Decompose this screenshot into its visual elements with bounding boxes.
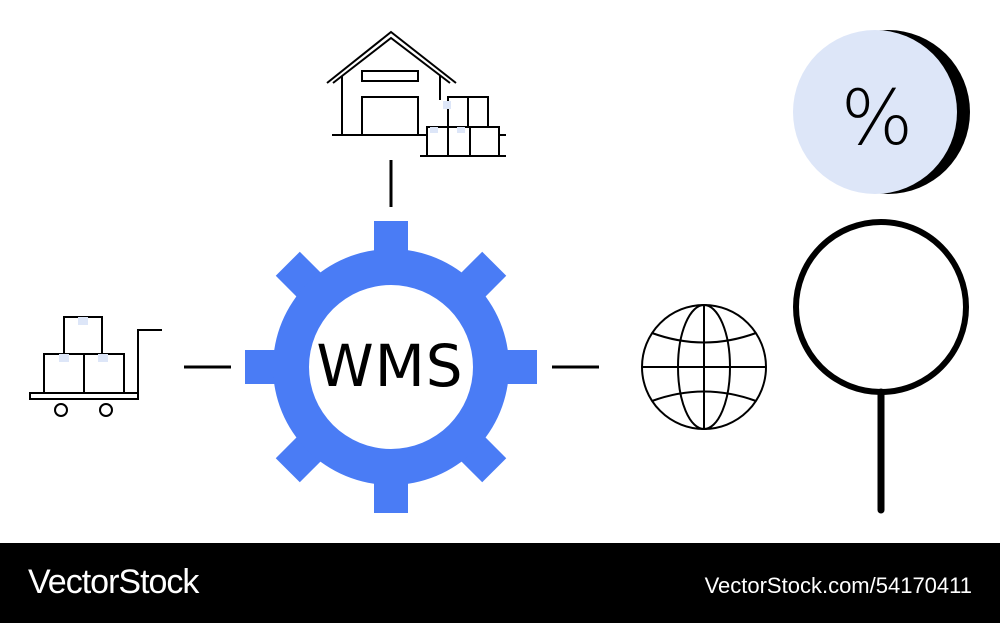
- wms-label: WMS: [316, 332, 464, 400]
- illustration: WMS %: [29, 30, 970, 514]
- stock-id-link[interactable]: VectorStock.com/54170411: [704, 573, 972, 598]
- brand-logo[interactable]: VectorStock: [28, 563, 199, 601]
- percent-label: %: [840, 73, 914, 162]
- magnifier-icon: [793, 219, 969, 514]
- globe-icon: [641, 304, 767, 430]
- percent-badge-icon: [793, 30, 970, 194]
- illustration-canvas: [29, 30, 970, 514]
- warehouse-icon: [326, 30, 506, 157]
- hand-truck-icon: [29, 316, 162, 417]
- gear-icon: [245, 221, 537, 513]
- gear-ring: [273, 249, 509, 485]
- footer-bar: VectorStock VectorStock.com/54170411: [0, 543, 1000, 623]
